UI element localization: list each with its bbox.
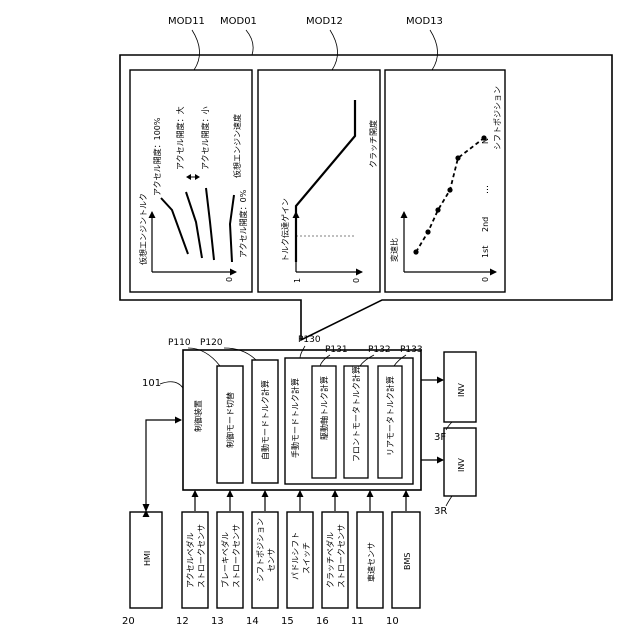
tick-2nd: 2nd	[481, 217, 490, 232]
clutch-sensor-line2: ストロークセンサ	[337, 524, 346, 588]
tick-n: N	[481, 138, 490, 144]
bms-label: BMS	[403, 553, 412, 570]
mod11-zero: 0	[225, 277, 234, 282]
shift-sensor-line1: シフトポジション	[256, 518, 265, 582]
mod12-leader	[330, 30, 338, 70]
front-motor-label: フロントモータトルク計算	[351, 366, 361, 462]
ref-p110: P110	[168, 338, 191, 348]
ref-12: 12	[176, 616, 189, 627]
brake-sensor-line1: ブレーキペダル	[220, 532, 230, 588]
label-accel-100: アクセル開度：100%	[152, 117, 162, 196]
ref-13: 13	[211, 616, 224, 627]
ref-15: 15	[281, 616, 294, 627]
shift-sensor-line2: センサ	[267, 548, 276, 572]
accel-sensor-line2: ストロークセンサ	[197, 524, 206, 588]
mod13-ylabel: 変速比	[389, 238, 399, 262]
drive-shaft-label: 駆動軸トルク計算	[319, 376, 329, 440]
ref-p130-leader	[300, 346, 305, 358]
ref-p132-leader	[360, 355, 374, 366]
mod11-label: MOD11	[168, 16, 205, 27]
clutch-sensor-line1: クラッチペダル	[325, 532, 335, 588]
tick-1st: 1st	[481, 246, 490, 258]
mod11-leader	[192, 30, 200, 70]
mod11-ylabel: 仮想エンジントルク	[138, 193, 148, 265]
mod01-panel: MOD01 MOD11 仮想エンジントルク 仮想エンジン速度 0 アクセル開度：…	[120, 16, 612, 340]
hmi-link	[146, 420, 181, 511]
mod01-frame	[120, 55, 612, 340]
ref-14: 14	[246, 616, 259, 627]
paddle-switch-line1: パドルシフト	[291, 532, 300, 580]
inverters: INV 3F INV 3R	[421, 352, 476, 517]
mod12-label: MOD12	[306, 16, 343, 27]
mod12-one: 1	[293, 278, 302, 283]
point-5	[455, 155, 460, 160]
mod01-leader	[246, 30, 253, 55]
curve-accel-small	[206, 188, 214, 260]
ref-10: 10	[386, 616, 399, 627]
mod12-xlabel: クラッチ開度	[368, 120, 378, 168]
ref-16: 16	[316, 616, 329, 627]
ref-p120: P120	[200, 338, 223, 348]
mod13-ratio-line	[416, 138, 484, 252]
ref-p133-leader	[394, 355, 406, 366]
curve-accel-100	[161, 198, 188, 254]
mod13-label: MOD13	[406, 16, 443, 27]
auto-torque-label: 自動モードトルク計算	[260, 380, 270, 460]
mod12-box	[258, 70, 380, 292]
ref-p132: P132	[368, 345, 391, 355]
controller-block: 101 制御装置 P110 制御モード切替 P120 自動モードトルク計算 P1…	[142, 335, 423, 490]
point-3	[435, 207, 440, 212]
point-1st	[413, 249, 418, 254]
curve-accel-0	[230, 195, 234, 262]
rear-motor-label: リアモータトルク計算	[385, 376, 395, 456]
input-sensors: HMI 20 アクセルペダル ストロークセンサ 12 ブレーキペダル ストローク…	[122, 420, 420, 627]
mod11-box	[130, 70, 252, 292]
mod11-xlabel: 仮想エンジン速度	[232, 114, 242, 178]
tick-ellipsis: …	[481, 185, 491, 194]
mod12-ylabel: トルク伝達ゲイン	[280, 198, 290, 262]
manual-torque-label: 手動モードトルク計算	[290, 378, 300, 458]
mod12-graph: MOD12 トルク伝達ゲイン クラッチ開度 1 0	[258, 16, 380, 292]
ref-3f-leader	[446, 422, 452, 430]
point-2nd	[425, 229, 430, 234]
mod13-graph: MOD13 変速比 シフトポジション 0 1st 2nd … N	[385, 16, 505, 292]
hmi-label: HMI	[143, 551, 152, 566]
ref-3r-leader	[446, 496, 452, 506]
ref-101: 101	[142, 378, 161, 389]
label-accel-0: アクセル開度：0%	[238, 189, 248, 258]
accel-sensor-line1: アクセルペダル	[185, 532, 195, 588]
brake-sensor-line2: ストロークセンサ	[232, 524, 241, 588]
ref-3r: 3R	[434, 506, 447, 517]
mod11-graph: MOD11 仮想エンジントルク 仮想エンジン速度 0 アクセル開度：100% ア…	[130, 16, 252, 292]
ref-101-leader	[160, 382, 183, 388]
mod12-gain-curve	[296, 100, 355, 262]
controller-title: 制御装置	[193, 400, 203, 432]
speed-sensor-label: 車速センサ	[366, 542, 376, 582]
mod01-label: MOD01	[220, 16, 257, 27]
ref-p131-leader	[320, 355, 330, 366]
mod13-leader	[430, 30, 438, 70]
label-accel-large: アクセル開度：大	[175, 106, 185, 170]
paddle-switch-line2: スイッチ	[302, 542, 311, 574]
mod13-zero: 0	[481, 277, 490, 282]
ref-p133: P133	[400, 345, 423, 355]
mod13-xlabel: シフトポジション	[493, 86, 502, 150]
ref-11: 11	[351, 616, 364, 627]
ref-p130: P130	[298, 335, 321, 345]
label-accel-small: アクセル開度：小	[200, 106, 210, 170]
mod12-zero-x: 0	[352, 278, 361, 283]
point-4	[447, 187, 452, 192]
mode-switch-label: 制御モード切替	[225, 392, 235, 448]
inv-rear-label: INV	[457, 458, 466, 472]
inv-front-label: INV	[457, 383, 466, 397]
ref-20: 20	[122, 616, 135, 627]
ref-p131: P131	[325, 345, 348, 355]
curve-accel-large	[186, 192, 202, 258]
